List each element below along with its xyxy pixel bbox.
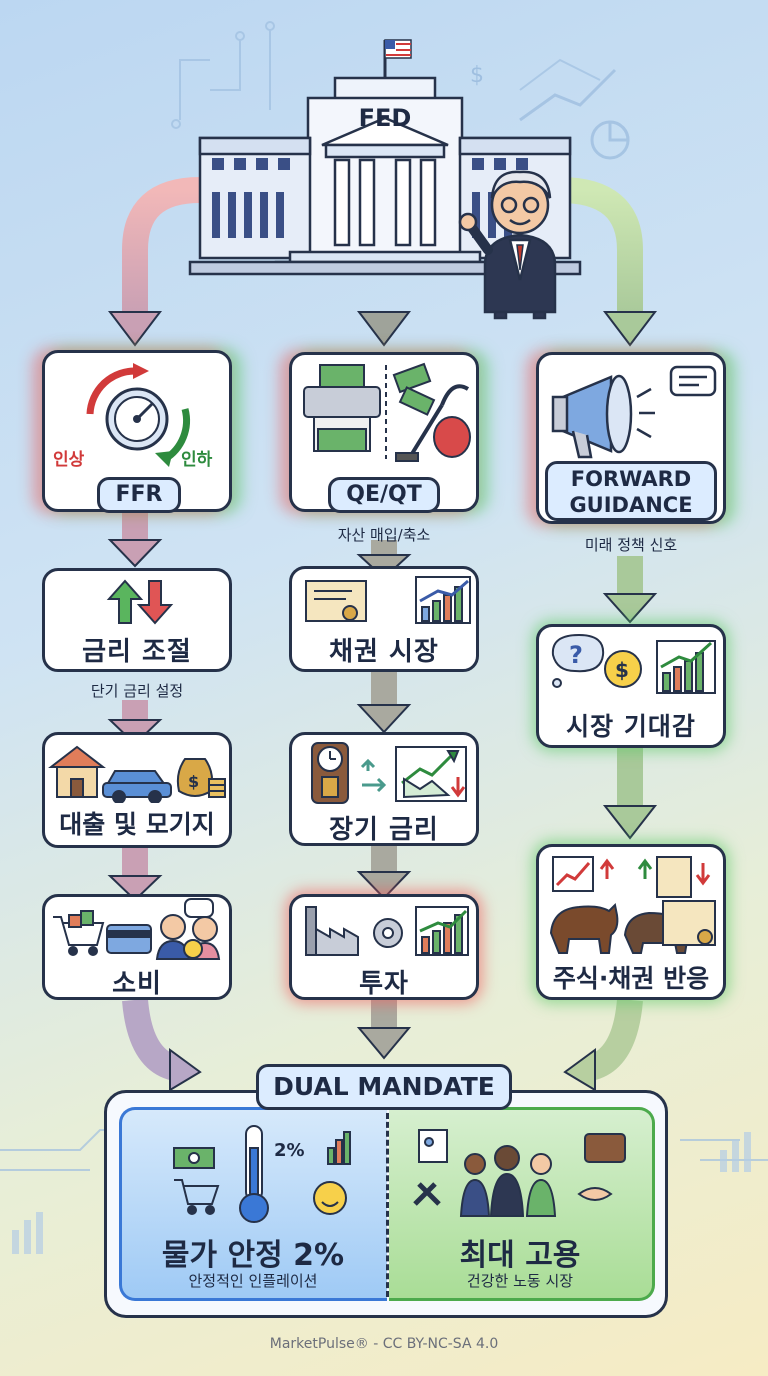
price-stability-icons (173, 1125, 351, 1223)
svg-text:$: $ (615, 658, 629, 682)
long-rate-card: 장기 금리 (289, 732, 479, 846)
rate-adjust-caption: 단기 금리 설정 (90, 682, 184, 700)
svg-text:$: $ (188, 772, 199, 791)
megaphone-icon (551, 365, 717, 459)
mandate-divider (386, 1113, 389, 1297)
ffr-pill: FFR (97, 477, 181, 513)
svg-text:?: ? (569, 641, 583, 669)
loan-mortgage-card: $ 대출 및 모기지 (42, 732, 232, 848)
consumption-card: 소비 (42, 894, 232, 1000)
printer-vacuum-icon (303, 362, 471, 462)
ffr-card: 인상 인하 FFR (42, 350, 232, 513)
forward-guidance-caption: 미래 정책 신호 (584, 536, 678, 554)
max-employment-subtitle: 건강한 노동 시장 (466, 1272, 574, 1290)
bond-market-card: 채권 시장 (289, 566, 479, 672)
dual-mandate-title: DUAL MANDATE (256, 1064, 512, 1110)
investment-title: 투자 (359, 969, 409, 999)
bull-bear-icon (549, 856, 716, 954)
clock-chart-icon (311, 742, 467, 804)
shopping-people-icon (53, 898, 221, 960)
workers-icons (413, 1129, 626, 1217)
arrows-right-column (563, 556, 658, 1092)
max-employment-section: 최대 고용 건강한 노동 시장 (389, 1107, 655, 1301)
stock-bond-reaction-title: 주식·채권 반응 (552, 964, 710, 993)
max-employment-title: 최대 고용 (459, 1238, 581, 1273)
rate-adjust-title: 금리 조절 (82, 637, 192, 667)
house-car-money-icon: $ (48, 745, 226, 803)
price-stability-subtitle: 안정적인 인플레이션 (188, 1272, 318, 1290)
chart-decoration-icon (519, 68, 630, 160)
fed-building-icon (188, 39, 582, 276)
arrows-left-column (107, 512, 202, 1092)
loan-mortgage-title: 대출 및 모기지 (59, 810, 215, 839)
price-stability-section: 2% 물가 안정 2% 안정적인 인플레이션 (119, 1107, 387, 1301)
consumption-title: 소비 (112, 969, 162, 999)
arrow-fed-fg (559, 177, 643, 315)
arrow-fed-ffr (122, 177, 201, 315)
fed-chair-figure-icon (458, 170, 557, 320)
forward-guidance-pill: FORWARD GUIDANCE (545, 461, 717, 521)
qeqt-pill: QE/QT (328, 477, 440, 513)
question-money-chart-icon: ? $ (551, 633, 716, 694)
rate-adjust-card: 금리 조절 (42, 568, 232, 672)
certificate-chart-icon (305, 576, 471, 624)
footer-credit: MarketPulse® - CC BY-NC-SA 4.0 (269, 1336, 499, 1352)
raise-label: 인상 (53, 450, 85, 470)
investment-card: 투자 (289, 894, 479, 1000)
up-down-arrows-icon (106, 579, 174, 625)
rate-gauge-icon (86, 363, 191, 467)
arrows-middle-column (356, 540, 412, 1060)
long-rate-title: 장기 금리 (329, 815, 439, 845)
forward-guidance-card: FORWARD GUIDANCE (536, 352, 726, 524)
bar-decoration (12, 1132, 751, 1254)
factory-gear-chart-icon (305, 906, 469, 956)
qeqt-card: QE/QT (289, 352, 479, 513)
bond-market-title: 채권 시장 (329, 637, 439, 667)
dual-mandate-panel: 2% 물가 안정 2% 안정적인 인플레이션 최대 고용 건강한 노동 시장 (104, 1090, 668, 1318)
fed-label: FED (358, 104, 412, 132)
cut-label: 인하 (181, 450, 213, 470)
dollar-decoration-icon: $ (470, 63, 484, 88)
price-stability-title: 물가 안정 2% (161, 1238, 345, 1273)
market-expectation-title: 시장 기대감 (566, 712, 696, 741)
inflation-target-badge: 2% (274, 1140, 305, 1161)
qeqt-caption: 자산 매입/축소 (337, 526, 431, 544)
market-expectation-card: ? $ 시장 기대감 (536, 624, 726, 748)
stock-bond-reaction-card: 주식·채권 반응 (536, 844, 726, 1000)
